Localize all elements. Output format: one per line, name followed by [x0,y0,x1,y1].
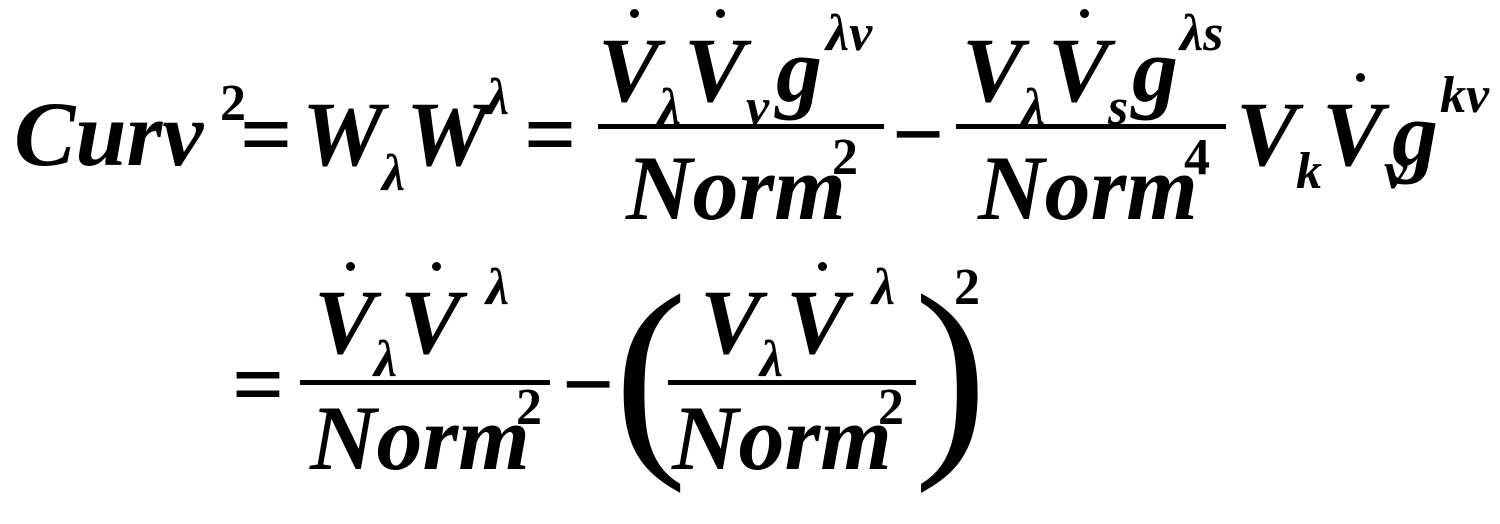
right-parenthesis: ) [914,250,988,494]
norm-symbol: Norm [978,137,1198,239]
v-dot-symbol: V [400,271,462,373]
v-dot-symbol: V [1048,19,1110,121]
v-lower-index: ν [1384,143,1408,200]
left-parenthesis: ( [614,250,688,494]
v-lower-index: λ [658,79,682,136]
dot-accent [716,9,725,18]
w-upper-symbol: W [406,83,488,185]
v-dot-symbol: V [786,271,848,373]
norm-exponent: 2 [832,129,858,186]
v-dot-symbol: V [598,19,660,121]
fraction-bar [668,380,916,385]
minus-sign-1: − [892,83,945,185]
metric-g-indices: kν [1440,67,1490,124]
metric-g-symbol: g [776,19,822,121]
fraction-bar [956,124,1226,129]
v-lower-index: λ [1022,79,1046,136]
dot-accent [818,262,827,271]
v-lower-index: λ [374,331,398,388]
minus-sign-2: − [562,333,615,435]
equals-sign-3: = [232,333,285,435]
w-lower-index: λ [382,145,406,202]
v-dot-symbol: V [684,19,746,121]
v-symbol: V [700,271,762,373]
equals-sign-2: = [524,83,577,185]
v-dot-symbol: V [314,271,376,373]
equals-sign-1: = [240,83,293,185]
metric-g-indices: λs [1180,5,1224,62]
metric-g-symbol: g [1392,83,1438,185]
fraction-bar [598,124,884,129]
w-lower-symbol: W [302,83,384,185]
v-upper-index: λ [486,259,510,316]
dot-accent [346,262,355,271]
v-lower-index: λ [760,331,784,388]
norm-exponent: 2 [878,379,904,436]
norm-exponent: 2 [516,379,542,436]
norm-symbol: Norm [310,387,530,489]
v-dot-symbol: V [1322,83,1384,185]
norm-exponent: 4 [1184,129,1210,186]
v-upper-index: λ [872,259,896,316]
curv-symbol: Curv [14,83,204,185]
v-lower-index: ν [746,79,770,136]
fraction-bar [300,380,550,385]
curv-exponent: 2 [220,75,246,132]
metric-g-symbol: g [1132,19,1178,121]
dot-accent [432,262,441,271]
dot-accent [1080,9,1089,18]
v-symbol: V [1236,83,1298,185]
dot-accent [1356,73,1365,82]
norm-symbol: Norm [672,387,892,489]
dot-accent [630,9,639,18]
norm-symbol: Norm [626,137,846,239]
metric-g-indices: λν [826,5,873,62]
v-symbol: V [962,19,1024,121]
outer-exponent: 2 [954,259,980,316]
v-lower-index: s [1108,79,1129,136]
w-upper-index: λ [486,69,510,126]
v-lower-index: k [1296,143,1322,200]
